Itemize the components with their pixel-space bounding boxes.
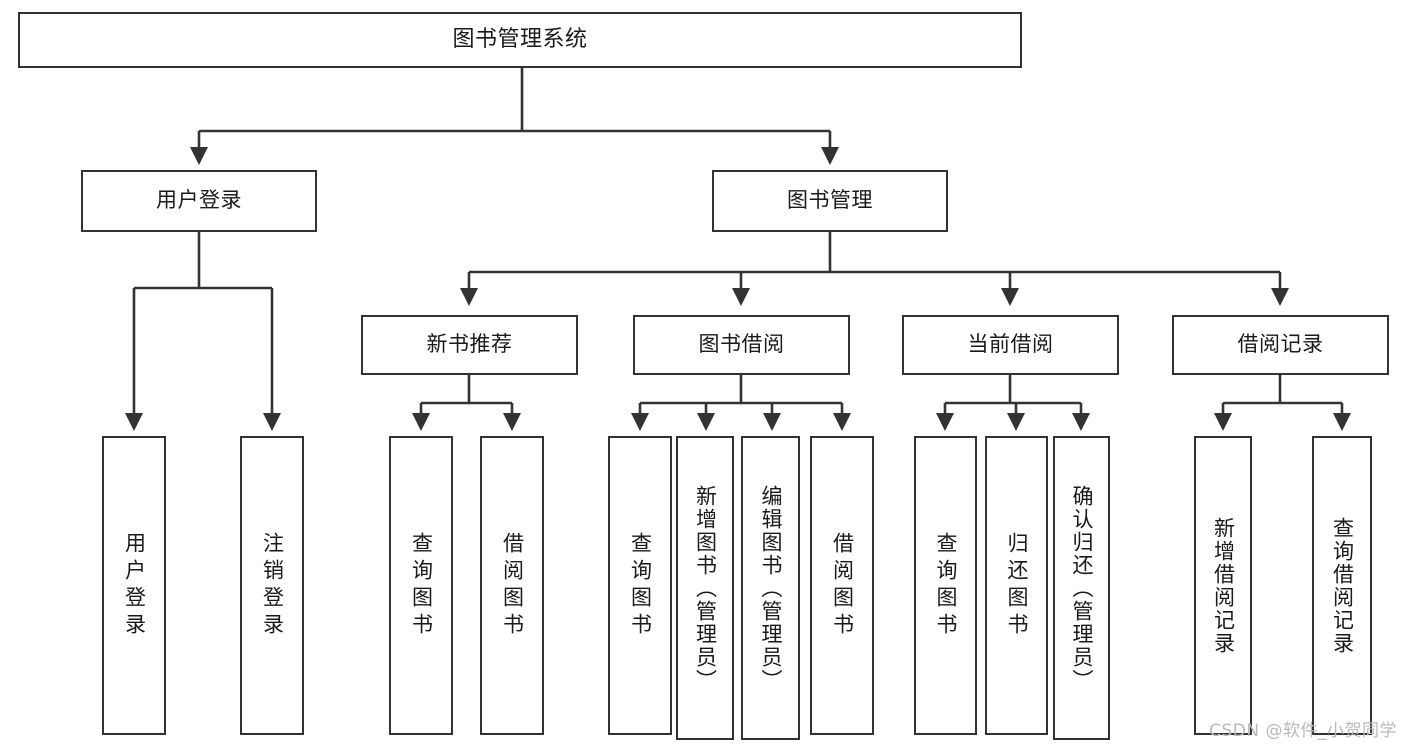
node-root-library-system[interactable]: 图书管理系统 (18, 12, 1022, 68)
node-label: 借阅图书 (500, 531, 525, 640)
node-label: 图书管理 (787, 188, 873, 213)
node-leaf-query-book-recommend[interactable]: 查询图书 (389, 436, 453, 735)
node-user-login[interactable]: 用户登录 (81, 170, 317, 232)
node-label: 用户登录 (156, 188, 242, 213)
node-leaf-borrow-book-borrow[interactable]: 借阅图书 (810, 436, 874, 735)
node-leaf-edit-book-admin[interactable]: 编辑图书（管理员） (741, 436, 800, 740)
node-label: 新增借阅记录 (1211, 516, 1236, 655)
node-current-borrow[interactable]: 当前借阅 (902, 315, 1119, 375)
node-book-borrow[interactable]: 图书借阅 (633, 315, 850, 375)
node-leaf-add-book-admin[interactable]: 新增图书（管理员） (676, 436, 734, 740)
node-label: 查询图书 (409, 531, 434, 640)
csdn-watermark: CSDN @软件_小贺同学 (1209, 721, 1397, 741)
node-leaf-user-login[interactable]: 用户登录 (102, 436, 166, 735)
node-label: 新书推荐 (426, 332, 513, 357)
node-leaf-borrow-book-recommend[interactable]: 借阅图书 (480, 436, 544, 735)
node-label: 编辑图书（管理员） (759, 484, 783, 692)
node-label: 查询图书 (934, 531, 958, 640)
node-leaf-query-book-borrow[interactable]: 查询图书 (608, 436, 672, 735)
node-leaf-query-borrow-record[interactable]: 查询借阅记录 (1312, 436, 1372, 735)
node-leaf-confirm-return-admin[interactable]: 确认归还（管理员） (1053, 436, 1110, 740)
node-label: 确认归还（管理员） (1070, 484, 1094, 692)
node-borrow-record[interactable]: 借阅记录 (1172, 315, 1389, 375)
node-label: 用户登录 (122, 531, 147, 640)
node-label: 图书管理系统 (452, 26, 588, 52)
node-label: 归还图书 (1005, 531, 1029, 640)
node-label: 新增图书（管理员） (693, 484, 718, 692)
node-book-management[interactable]: 图书管理 (712, 170, 948, 232)
node-leaf-add-borrow-record[interactable]: 新增借阅记录 (1194, 436, 1252, 735)
node-leaf-return-book[interactable]: 归还图书 (985, 436, 1048, 735)
node-label: 图书借阅 (698, 332, 785, 357)
node-label: 借阅记录 (1237, 332, 1324, 357)
node-label: 当前借阅 (967, 332, 1054, 357)
node-label: 借阅图书 (830, 531, 855, 640)
node-label: 查询借阅记录 (1330, 516, 1355, 655)
node-leaf-logout[interactable]: 注销登录 (240, 436, 304, 735)
node-leaf-query-book-current[interactable]: 查询图书 (914, 436, 977, 735)
node-label: 查询图书 (628, 531, 653, 640)
node-new-book-recommend[interactable]: 新书推荐 (361, 315, 578, 375)
node-label: 注销登录 (260, 531, 285, 640)
